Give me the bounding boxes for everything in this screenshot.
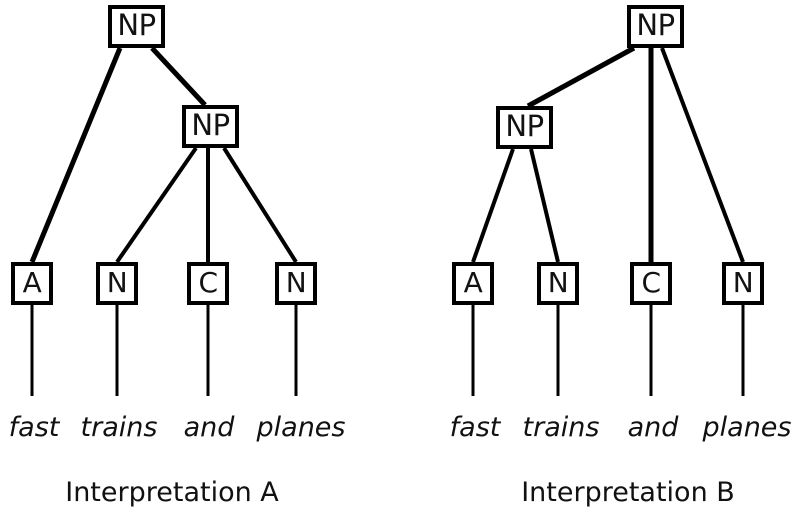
tree-edge bbox=[471, 148, 515, 263]
terminal-word: trains bbox=[80, 412, 158, 443]
tree-node-b-pos-n2: N bbox=[722, 262, 764, 305]
tree-edge bbox=[526, 45, 636, 109]
tree-node-label: NP bbox=[191, 108, 230, 142]
tree-node-label: N bbox=[547, 265, 569, 299]
terminal-word: and bbox=[627, 412, 679, 443]
tree-node-b-np-root: NP bbox=[627, 5, 684, 48]
tree-node-a-pos-n2: N bbox=[275, 262, 317, 305]
tree-node-label: C bbox=[198, 265, 218, 299]
tree-node-a-pos-c: C bbox=[187, 262, 229, 305]
tree-edge bbox=[222, 146, 298, 264]
tree-node-label: C bbox=[641, 265, 661, 299]
tree-node-b-pos-n1: N bbox=[537, 262, 579, 305]
tree-node-label: NP bbox=[636, 8, 675, 42]
tree-node-label: A bbox=[463, 265, 483, 299]
tree-node-b-pos-c: C bbox=[630, 262, 672, 305]
terminal-word: planes bbox=[702, 412, 792, 443]
tree-edge bbox=[150, 46, 207, 107]
tree-edge bbox=[529, 148, 560, 263]
tree-node-label: N bbox=[732, 265, 754, 299]
terminal-word: planes bbox=[256, 412, 346, 443]
tree-edge bbox=[29, 47, 123, 263]
tree-node-a-pos-n1: N bbox=[96, 262, 138, 305]
tree-node-label: NP bbox=[117, 8, 156, 42]
tree-node-label: N bbox=[106, 265, 128, 299]
tree-node-b-np-inner: NP bbox=[496, 106, 553, 149]
tree-node-label: A bbox=[22, 265, 42, 299]
tree-node-a-pos-a: A bbox=[11, 262, 53, 305]
tree-node-a-np-inner: NP bbox=[182, 105, 239, 148]
tree-caption-interpretation-b: Interpretation B bbox=[521, 477, 735, 508]
tree-node-label: N bbox=[285, 265, 307, 299]
tree-node-b-pos-a: A bbox=[452, 262, 494, 305]
tree-caption-interpretation-a: Interpretation A bbox=[65, 477, 279, 508]
tree-node-a-np-root: NP bbox=[108, 5, 165, 48]
tree-edge bbox=[660, 47, 745, 263]
terminal-word: fast bbox=[8, 412, 60, 443]
terminal-word: trains bbox=[522, 412, 600, 443]
terminal-word: fast bbox=[449, 412, 501, 443]
terminal-word: and bbox=[183, 412, 235, 443]
tree-edge bbox=[115, 146, 198, 264]
tree-node-label: NP bbox=[505, 109, 544, 143]
